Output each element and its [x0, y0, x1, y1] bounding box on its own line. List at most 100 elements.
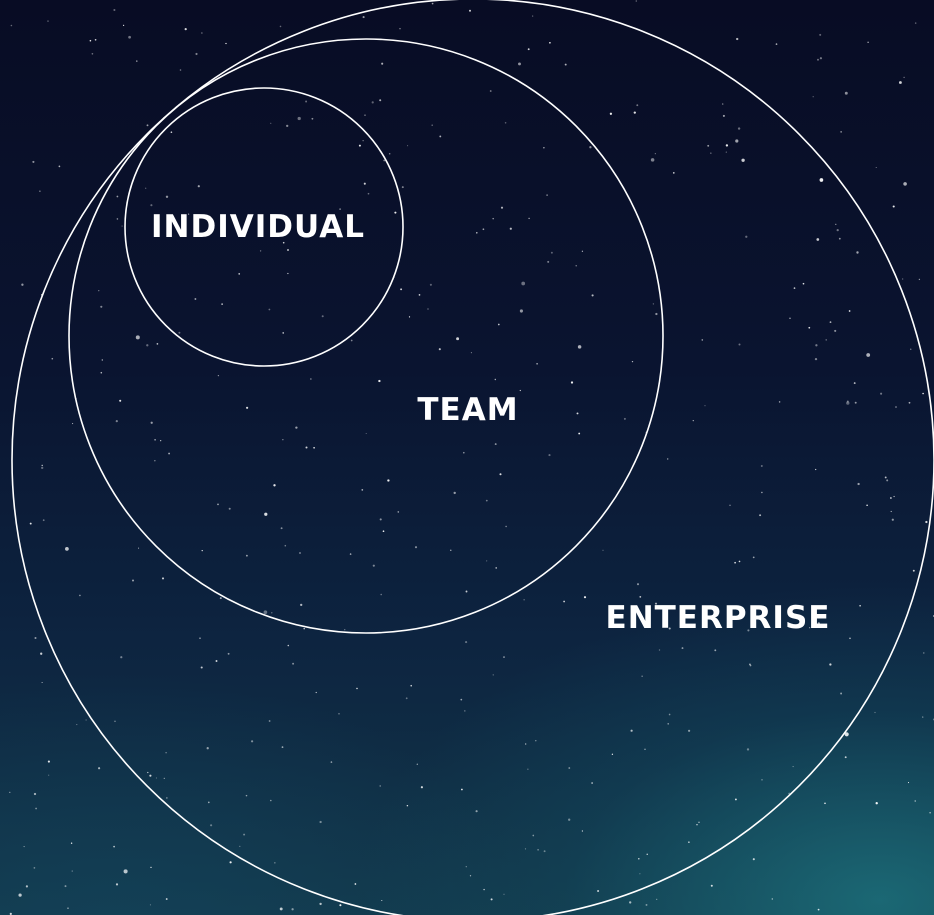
- star: [113, 8, 116, 12]
- star: [875, 802, 878, 805]
- star: [492, 674, 494, 676]
- star: [150, 204, 153, 207]
- star: [525, 743, 527, 745]
- star: [299, 552, 301, 554]
- star: [907, 782, 910, 784]
- star: [29, 522, 32, 525]
- star: [707, 144, 710, 147]
- star: [636, 583, 640, 586]
- star: [407, 145, 409, 147]
- star: [494, 378, 497, 381]
- star: [638, 857, 640, 860]
- star: [808, 326, 811, 329]
- star: [225, 42, 227, 45]
- star: [631, 360, 634, 363]
- star: [543, 850, 546, 853]
- star: [381, 62, 384, 65]
- star: [923, 652, 925, 654]
- star: [382, 530, 385, 533]
- star: [246, 406, 249, 409]
- star: [287, 272, 289, 275]
- star: [207, 801, 210, 804]
- star: [410, 684, 412, 687]
- star: [364, 114, 366, 116]
- star: [698, 821, 700, 823]
- star: [305, 446, 308, 449]
- star: [854, 401, 857, 404]
- star: [893, 495, 895, 498]
- star: [156, 343, 159, 345]
- star: [856, 251, 859, 254]
- star: [495, 567, 497, 569]
- star: [609, 112, 613, 115]
- star: [365, 432, 367, 435]
- star: [829, 321, 832, 323]
- star: [752, 858, 755, 861]
- star: [535, 740, 537, 742]
- star: [383, 159, 386, 162]
- star: [319, 820, 322, 824]
- star: [853, 382, 856, 385]
- star: [476, 232, 478, 234]
- star: [492, 217, 494, 220]
- star: [310, 378, 312, 380]
- individual-label: INDIVIDUAL: [151, 209, 365, 245]
- star: [41, 464, 43, 467]
- star: [113, 845, 115, 848]
- star: [40, 652, 43, 655]
- star: [145, 187, 147, 189]
- star: [34, 636, 37, 640]
- star: [201, 32, 203, 34]
- star: [259, 250, 262, 252]
- star: [350, 339, 353, 342]
- star: [714, 649, 717, 652]
- star: [641, 675, 643, 677]
- star: [761, 779, 763, 781]
- star: [912, 569, 915, 572]
- star: [859, 604, 861, 607]
- star: [9, 791, 11, 794]
- star: [271, 612, 273, 614]
- star: [268, 720, 271, 722]
- star: [194, 298, 197, 300]
- star: [886, 479, 889, 482]
- star: [527, 768, 529, 770]
- star: [465, 641, 468, 644]
- star: [116, 218, 119, 220]
- star: [465, 866, 467, 868]
- star: [898, 81, 902, 84]
- star: [819, 57, 823, 60]
- star: [300, 603, 303, 607]
- star: [210, 824, 213, 827]
- star: [439, 135, 442, 138]
- star: [311, 117, 314, 120]
- star: [848, 310, 851, 312]
- star: [165, 898, 168, 900]
- star: [291, 908, 294, 911]
- star: [23, 846, 25, 848]
- star: [681, 647, 684, 650]
- star: [315, 691, 317, 694]
- star: [922, 392, 924, 395]
- star: [76, 724, 78, 726]
- star: [486, 560, 488, 562]
- star: [668, 627, 671, 630]
- star: [840, 131, 842, 133]
- star: [453, 491, 456, 495]
- star: [197, 185, 200, 188]
- star: [734, 798, 737, 801]
- star: [361, 489, 364, 491]
- star: [268, 308, 271, 311]
- star: [215, 660, 218, 662]
- star: [745, 235, 748, 238]
- star: [656, 898, 658, 901]
- star: [633, 111, 636, 114]
- star: [400, 288, 403, 291]
- star: [295, 426, 298, 429]
- star: [884, 476, 887, 479]
- star: [749, 663, 751, 666]
- star: [116, 195, 119, 198]
- star: [547, 260, 550, 263]
- star: [414, 546, 418, 549]
- star: [33, 867, 36, 869]
